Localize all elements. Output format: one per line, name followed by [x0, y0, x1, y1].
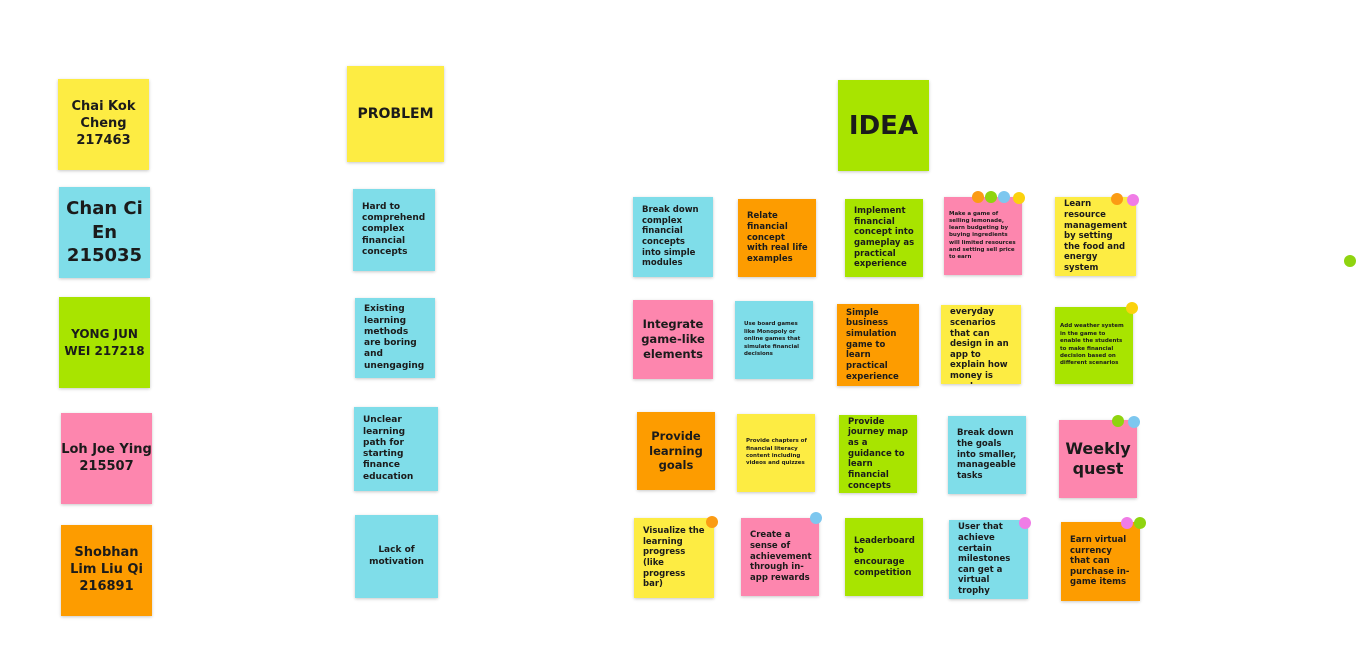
idea-note[interactable]: Provide chapters of financial literacy c… — [737, 414, 815, 492]
member-note-text: Chan Ci En 215035 — [66, 198, 143, 267]
vote-dot — [985, 191, 997, 203]
vote-dot — [706, 516, 718, 528]
problem-note-text: Existing learning methods are boring and… — [364, 304, 425, 371]
problem-header-note[interactable]: PROBLEM — [347, 66, 444, 162]
vote-dot — [1019, 517, 1031, 529]
idea-note[interactable]: Make a game of selling lemonade, learn b… — [944, 197, 1022, 275]
vote-dot — [1121, 517, 1133, 529]
idea-note[interactable]: Relate financial concept with real life … — [738, 199, 816, 277]
idea-note-text: Relate financial concept with real life … — [747, 211, 808, 264]
vote-dot — [1112, 415, 1124, 427]
problem-note[interactable]: Hard to comprehend complex financial con… — [353, 189, 435, 271]
idea-note[interactable]: Weekly quest — [1059, 420, 1137, 498]
idea-note[interactable]: Break down the goals into smaller, manag… — [948, 416, 1026, 494]
idea-note[interactable]: Add weather system in the game to enable… — [1055, 307, 1133, 384]
member-note[interactable]: Chan Ci En 215035 — [59, 187, 150, 278]
member-note[interactable]: Shobhan Lim Liu Qi 216891 — [61, 525, 152, 616]
vote-dot — [1127, 194, 1139, 206]
problem-note[interactable]: Existing learning methods are boring and… — [355, 298, 435, 378]
problem-note[interactable]: Unclear learning path for starting finan… — [354, 407, 438, 491]
idea-note[interactable]: Integrate game-like elements — [633, 300, 713, 379]
member-note[interactable]: YONG JUN WEI 217218 — [59, 297, 150, 388]
idea-note[interactable]: Implement financial concept into gamepla… — [845, 199, 923, 277]
idea-note-text: Break down the goals into smaller, manag… — [957, 428, 1017, 481]
member-note[interactable]: Chai Kok Cheng 217463 — [58, 79, 149, 170]
vote-dot — [1013, 192, 1025, 204]
vote-dot — [810, 512, 822, 524]
idea-note-text: Break down complex financial concepts in… — [642, 205, 699, 269]
idea-note-text: Visualize the learning progress (like pr… — [643, 526, 705, 590]
idea-header-note[interactable]: IDEA — [838, 80, 929, 171]
member-note-text: Chai Kok Cheng 217463 — [71, 99, 136, 148]
idea-note-text: Create a sense of achievement through in… — [750, 530, 812, 583]
idea-note-text: Simple business simulation game to learn… — [846, 307, 899, 382]
idea-note[interactable]: Create a sense of achievement through in… — [741, 518, 819, 596]
idea-note-text: User that achieve certain milestones can… — [958, 522, 1011, 597]
vote-dot — [1126, 302, 1138, 314]
idea-note[interactable]: Leaderboard to encourage competition — [845, 518, 923, 596]
idea-note[interactable]: Use everyday scenarios that can design i… — [941, 305, 1021, 384]
idea-note-text: Provide learning goals — [649, 428, 703, 473]
idea-note[interactable]: User that achieve certain milestones can… — [949, 520, 1028, 599]
idea-note-text: Add weather system in the game to enable… — [1060, 323, 1124, 367]
problem-note-text: Unclear learning path for starting finan… — [363, 415, 414, 482]
idea-note[interactable]: Visualize the learning progress (like pr… — [634, 518, 714, 598]
problem-note-text: Lack of motivation — [369, 545, 424, 567]
idea-note-text: Leaderboard to encourage competition — [854, 535, 915, 578]
vote-dot — [998, 191, 1010, 203]
idea-note-text: Integrate game-like elements — [641, 317, 705, 361]
member-note[interactable]: Loh Joe Ying 215507 — [61, 413, 152, 504]
idea-note[interactable]: Provide journey map as a guidance to lea… — [839, 415, 917, 493]
idea-note[interactable]: Learn resource management by setting the… — [1055, 197, 1136, 276]
idea-note-text: Weekly quest — [1065, 439, 1131, 478]
idea-note-text: Provide chapters of financial literacy c… — [746, 438, 807, 467]
member-note-text: YONG JUN WEI 217218 — [64, 327, 145, 358]
idea-note[interactable]: Earn virtual currency that can purchase … — [1061, 522, 1140, 601]
vote-dot — [1344, 255, 1356, 267]
idea-note[interactable]: Use board games like Monopoly or online … — [735, 301, 813, 379]
vote-dot — [1128, 416, 1140, 428]
idea-note-text: Earn virtual currency that can purchase … — [1070, 534, 1130, 588]
member-note-text: Loh Joe Ying 215507 — [61, 441, 152, 474]
vote-dot — [1111, 193, 1123, 205]
idea-note[interactable]: Simple business simulation game to learn… — [837, 304, 919, 386]
vote-dot — [972, 191, 984, 203]
member-note-text: Shobhan Lim Liu Qi 216891 — [70, 545, 143, 594]
idea-note-text: Use board games like Monopoly or online … — [744, 321, 801, 358]
problem-header-text: PROBLEM — [357, 106, 434, 122]
idea-note-text: Make a game of selling lemonade, learn b… — [949, 211, 1016, 260]
idea-note-text: Provide journey map as a guidance to lea… — [848, 416, 908, 491]
idea-note-text: Implement financial concept into gamepla… — [854, 206, 915, 270]
idea-note[interactable]: Break down complex financial concepts in… — [633, 197, 713, 277]
problem-note-text: Hard to comprehend complex financial con… — [362, 201, 426, 257]
idea-note[interactable]: Provide learning goals — [637, 412, 715, 490]
idea-header-text: IDEA — [848, 110, 919, 141]
vote-dot — [1134, 517, 1146, 529]
problem-note[interactable]: Lack of motivation — [355, 515, 438, 598]
idea-note-text: Use everyday scenarios that can design i… — [950, 305, 1009, 384]
idea-note-text: Learn resource management by setting the… — [1064, 199, 1127, 274]
